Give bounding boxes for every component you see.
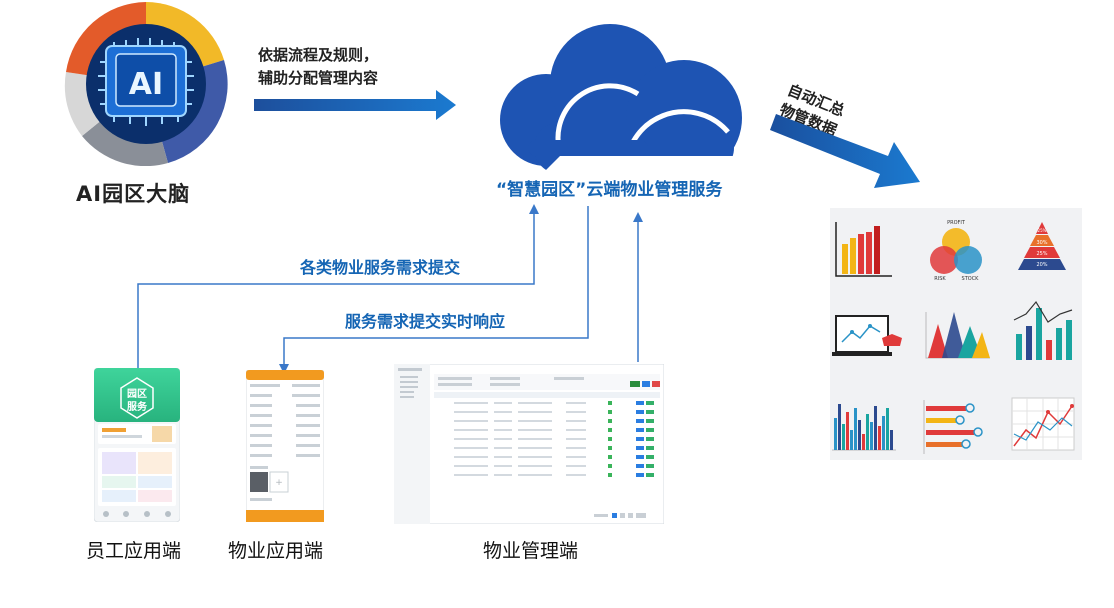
management-web-screenshot bbox=[394, 364, 664, 524]
bar-chart-icon bbox=[835, 222, 892, 277]
venn-chart-icon: PROFIT RISK STOCK bbox=[930, 220, 982, 282]
pyramid-chart-icon: 30% 25% 20% 25% bbox=[1018, 222, 1066, 270]
venn-label-stock: STOCK bbox=[962, 276, 980, 282]
dense-bar-chart-icon bbox=[832, 404, 896, 451]
ai-chip-icon: AI bbox=[98, 38, 194, 126]
pyramid-label-4: 25% bbox=[1038, 228, 1047, 233]
ai-brain-title: AI园区大脑 bbox=[76, 182, 191, 206]
property-app-caption: 物业应用端 bbox=[228, 540, 324, 562]
bar-line-chart-icon bbox=[1013, 300, 1073, 360]
staff-banner-line1: 园区 bbox=[127, 388, 147, 400]
staff-app-caption: 员工应用端 bbox=[86, 540, 182, 562]
staff-app-screenshot: 园区 服务 bbox=[94, 368, 180, 522]
ai-brain-graphic: AI bbox=[64, 2, 228, 166]
pyramid-label-1: 30% bbox=[1036, 240, 1047, 246]
charts-panel: PROFIT RISK STOCK 30% 25% 20% 25% bbox=[830, 208, 1082, 460]
grid-line-chart-icon bbox=[1011, 397, 1075, 451]
staff-banner-line2: 服务 bbox=[127, 400, 148, 413]
svg-text:+: + bbox=[275, 478, 283, 488]
request-flow-line bbox=[137, 212, 535, 368]
realtime-response-label: 服务需求提交实时响应 bbox=[345, 312, 506, 331]
management-arrowhead bbox=[633, 212, 643, 222]
pyramid-label-2: 25% bbox=[1036, 251, 1047, 257]
response-arrowhead bbox=[279, 364, 289, 374]
response-flow-line bbox=[283, 206, 589, 366]
venn-label-risk: RISK bbox=[934, 276, 946, 282]
horizontal-bar-chart-icon bbox=[923, 400, 983, 454]
triangle-chart-icon bbox=[925, 312, 990, 359]
request-arrowhead bbox=[529, 204, 539, 214]
arrow-to-cloud-line1: 依据流程及规则， bbox=[258, 46, 379, 64]
arrow-to-cloud-line2: 辅助分配管理内容 bbox=[258, 69, 379, 87]
arrow-to-cloud-label: 依据流程及规则， 辅助分配管理内容 bbox=[258, 44, 378, 90]
pyramid-label-3: 20% bbox=[1036, 262, 1047, 268]
cloud-icon bbox=[500, 24, 742, 178]
ai-badge-text: AI bbox=[129, 67, 163, 102]
property-app-screenshot: + bbox=[246, 370, 324, 522]
request-submit-label: 各类物业服务需求提交 bbox=[300, 258, 461, 277]
management-table-rows bbox=[454, 401, 654, 477]
arrow-to-charts bbox=[770, 114, 920, 188]
venn-label-profit: PROFIT bbox=[947, 220, 966, 226]
management-app-caption: 物业管理端 bbox=[483, 540, 579, 562]
cloud-service-title: “智慧园区”云端物业管理服务 bbox=[496, 180, 723, 200]
arrow-to-cloud bbox=[254, 90, 456, 120]
laptop-chart-icon bbox=[832, 315, 902, 356]
